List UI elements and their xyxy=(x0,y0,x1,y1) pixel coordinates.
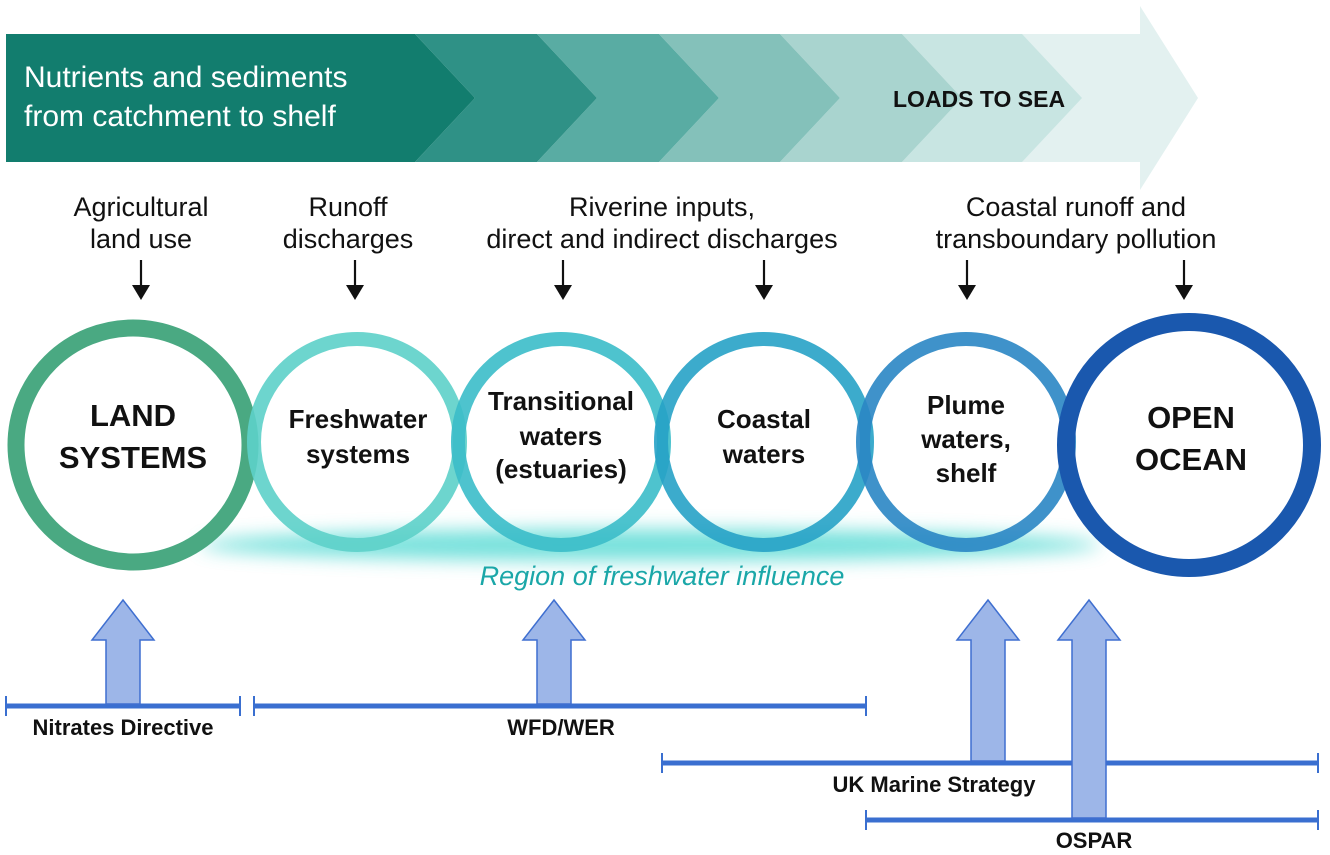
uk-marine-strategy-label: UK Marine Strategy xyxy=(833,772,1037,797)
banner-chevron-1 xyxy=(6,34,475,162)
region-glow xyxy=(200,529,1100,561)
region-of-freshwater-influence-label: Region of freshwater influence xyxy=(480,561,845,591)
down-arrow-head-3 xyxy=(554,285,572,300)
uk-marine-strategy-arrow xyxy=(955,598,1021,762)
transitional-label-2: waters xyxy=(519,421,602,451)
plume-label-1: Plume xyxy=(927,390,1005,420)
coastal-label-2: waters xyxy=(722,439,805,469)
input-arrows xyxy=(132,260,1193,300)
transitional-label-1: Transitional xyxy=(488,386,634,416)
transitional-label-3: (estuaries) xyxy=(495,454,627,484)
input-agricultural-line1: Agricultural xyxy=(73,192,208,222)
banner-chevron-2 xyxy=(415,34,597,162)
coastal-label-1: Coastal xyxy=(717,404,811,434)
banner-arrowhead xyxy=(1010,6,1198,190)
system-labels: LAND SYSTEMS Freshwater systems Transiti… xyxy=(59,386,1247,488)
banner: Nutrients and sediments from catchment t… xyxy=(6,6,1198,190)
loads-to-sea-label: LOADS TO SEA xyxy=(893,86,1065,112)
open-ocean-label-1: OPEN xyxy=(1147,400,1235,435)
ospar-arrow xyxy=(1056,598,1122,819)
open-ocean-label-2: OCEAN xyxy=(1135,442,1247,477)
banner-chevron-3 xyxy=(537,34,719,162)
banner-chevrons xyxy=(6,6,1198,190)
input-labels: Agricultural land use Runoff discharges … xyxy=(73,192,1216,254)
banner-title-line1: Nutrients and sediments xyxy=(24,61,348,94)
wfd-wer-arrow xyxy=(521,598,587,705)
freshwater-label-1: Freshwater xyxy=(289,404,428,434)
banner-chevron-4 xyxy=(659,34,840,162)
policy-bars xyxy=(5,696,1319,830)
system-rings xyxy=(7,313,1321,577)
input-riverine-line2: direct and indirect discharges xyxy=(486,224,837,254)
banner-chevron-5 xyxy=(780,34,962,162)
nitrates-directive-label: Nitrates Directive xyxy=(33,715,214,740)
land-systems-label-1: LAND xyxy=(90,398,176,433)
banner-title-line2: from catchment to shelf xyxy=(24,100,336,133)
nitrates-directive-arrow xyxy=(90,598,156,705)
wfd-wer-label: WFD/WER xyxy=(507,715,615,740)
plume-label-3: shelf xyxy=(936,458,997,488)
down-arrow-head-2 xyxy=(346,285,364,300)
open-ocean-ring xyxy=(1057,313,1321,577)
down-arrow-head-6 xyxy=(1175,285,1193,300)
policy-arrows xyxy=(90,598,1122,819)
input-agricultural-line2: land use xyxy=(90,224,192,254)
policy-labels: Nitrates Directive WFD/WER UK Marine Str… xyxy=(33,715,1133,853)
input-riverine-line1: Riverine inputs, xyxy=(569,192,755,222)
banner-chevron-6 xyxy=(902,34,1082,162)
ospar-label: OSPAR xyxy=(1056,828,1133,853)
input-runoff-line1: Runoff xyxy=(308,192,388,222)
freshwater-label-2: systems xyxy=(306,439,410,469)
land-systems-label-2: SYSTEMS xyxy=(59,440,207,475)
input-coastal-runoff-line1: Coastal runoff and xyxy=(966,192,1186,222)
input-runoff-line2: discharges xyxy=(283,224,414,254)
down-arrow-head-4 xyxy=(755,285,773,300)
down-arrow-head-1 xyxy=(132,285,150,300)
input-coastal-runoff-line2: transboundary pollution xyxy=(936,224,1217,254)
plume-label-2: waters, xyxy=(920,424,1011,454)
down-arrow-head-5 xyxy=(958,285,976,300)
